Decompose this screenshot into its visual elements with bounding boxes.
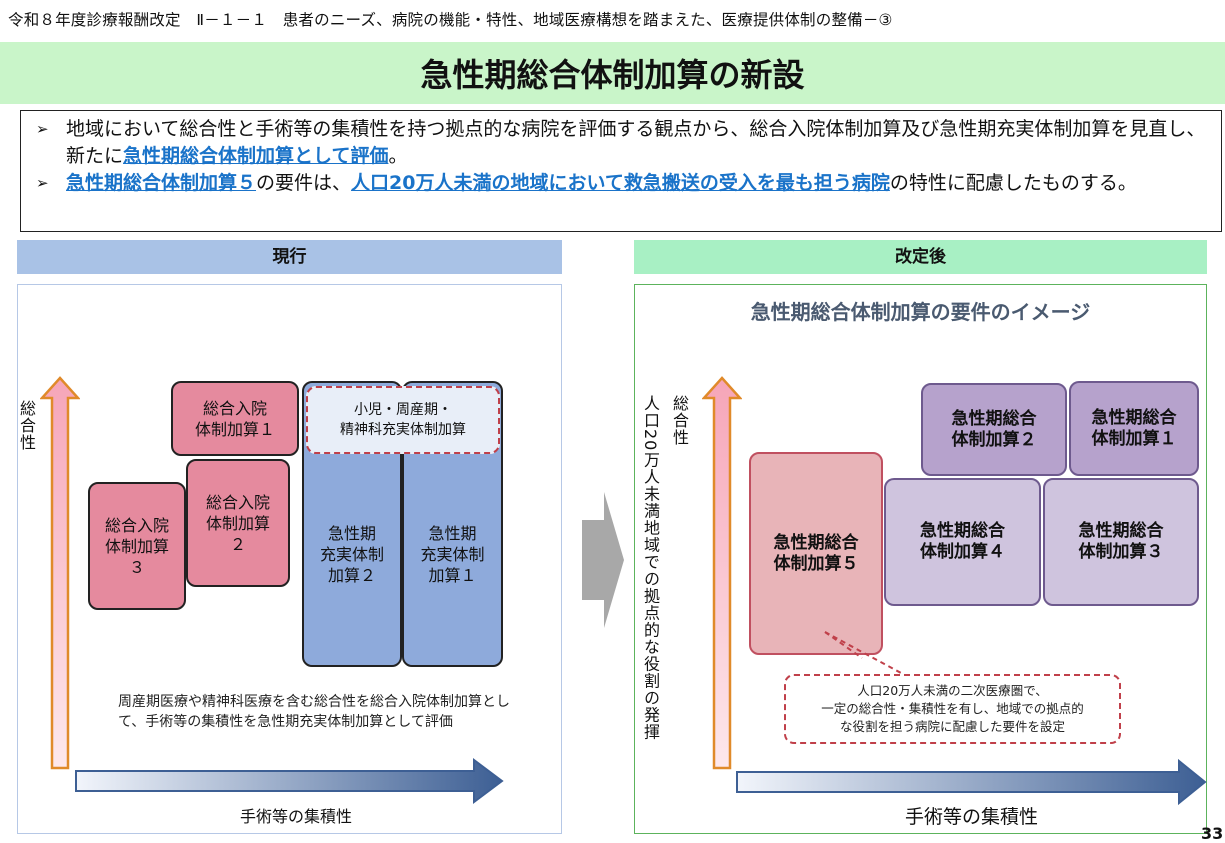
bullet-1-end: 。 [388, 145, 408, 167]
current-heading: 現行 [17, 240, 562, 274]
current-panel [17, 284, 562, 834]
sogo-nyuin-1-cell: 総合入院 体制加算１ [171, 381, 299, 456]
current-y-axis-label: 総合性 [17, 400, 36, 451]
population-note-box: 人口20万人未満の二次医療圏で、 一定の総合性・集積性を有し、地域での拠点的 な… [784, 674, 1121, 744]
header-breadcrumb: 令和８年度診療報酬改定 Ⅱ－１－１ 患者のニーズ、病院の機能・特性、地域医療構想… [8, 11, 893, 29]
x-axis-arrow-icon [75, 758, 504, 804]
bullet-2-mid: の要件は、 [256, 172, 352, 194]
bullet-1-highlight: 急性期総合体制加算として評価 [123, 145, 389, 167]
sogo-nyuin-3-cell: 総合入院 体制加算 ３ [88, 482, 186, 610]
arrow-bullet-icon: ➢ [36, 120, 49, 138]
bullet-2-highlight-2: 人口20万人未満の地域において救急搬送の受入を最も担う病院 [351, 172, 890, 194]
current-x-axis-label: 手術等の集積性 [240, 807, 353, 826]
kyusei-sogo-3-cell: 急性期総合 体制加算３ [1043, 478, 1199, 606]
bullet-2-highlight-1: 急性期総合体制加算５ [66, 172, 257, 194]
pediatric-perinatal-dashed-box: 小児・周産期・ 精神科充実体制加算 [306, 386, 500, 454]
summary-box [20, 110, 1222, 232]
bullet-1-text: 地域において総合性と手術等の集積性を持つ拠点的な病院を評価する観点から、総合入院… [66, 118, 1206, 167]
kyusei-sogo-1-cell: 急性期総合 体制加算１ [1069, 381, 1199, 476]
arrow-bullet-icon: ➢ [36, 174, 49, 192]
kyusei-sogo-4-cell: 急性期総合 体制加算４ [884, 478, 1041, 606]
title-band [0, 42, 1225, 104]
revised-y-axis-label-2: 人口20万人未満地域での拠点的な役割の発揮 [641, 395, 660, 741]
revised-x-axis-arrow-icon [736, 758, 1207, 806]
bullet-2-end: の特性に配慮したものする。 [889, 172, 1137, 194]
sogo-nyuin-2-cell: 総合入院 体制加算 ２ [186, 459, 290, 587]
revised-y-axis-arrow-icon [702, 376, 742, 770]
kyusei-sogo-5-cell: 急性期総合 体制加算５ [749, 452, 883, 655]
revised-y-axis-label: 総合性 [670, 395, 689, 446]
revised-panel [634, 284, 1207, 834]
kyusei-sogo-2-cell: 急性期総合 体制加算２ [921, 383, 1067, 476]
revised-heading: 改定後 [634, 240, 1207, 274]
y-axis-arrow-icon [40, 376, 80, 770]
page-title: 急性期総合体制加算の新設 [420, 56, 805, 94]
page-number: 33 [1201, 824, 1224, 843]
revised-x-axis-label: 手術等の集積性 [905, 806, 1039, 828]
transition-arrow-icon [582, 492, 624, 628]
current-description: 周産期医療や精神科医療を含む総合性を総合入院体制加算として、手術等の集積性を急性… [118, 694, 510, 730]
revised-subtitle: 急性期総合体制加算の要件のイメージ [750, 300, 1091, 324]
